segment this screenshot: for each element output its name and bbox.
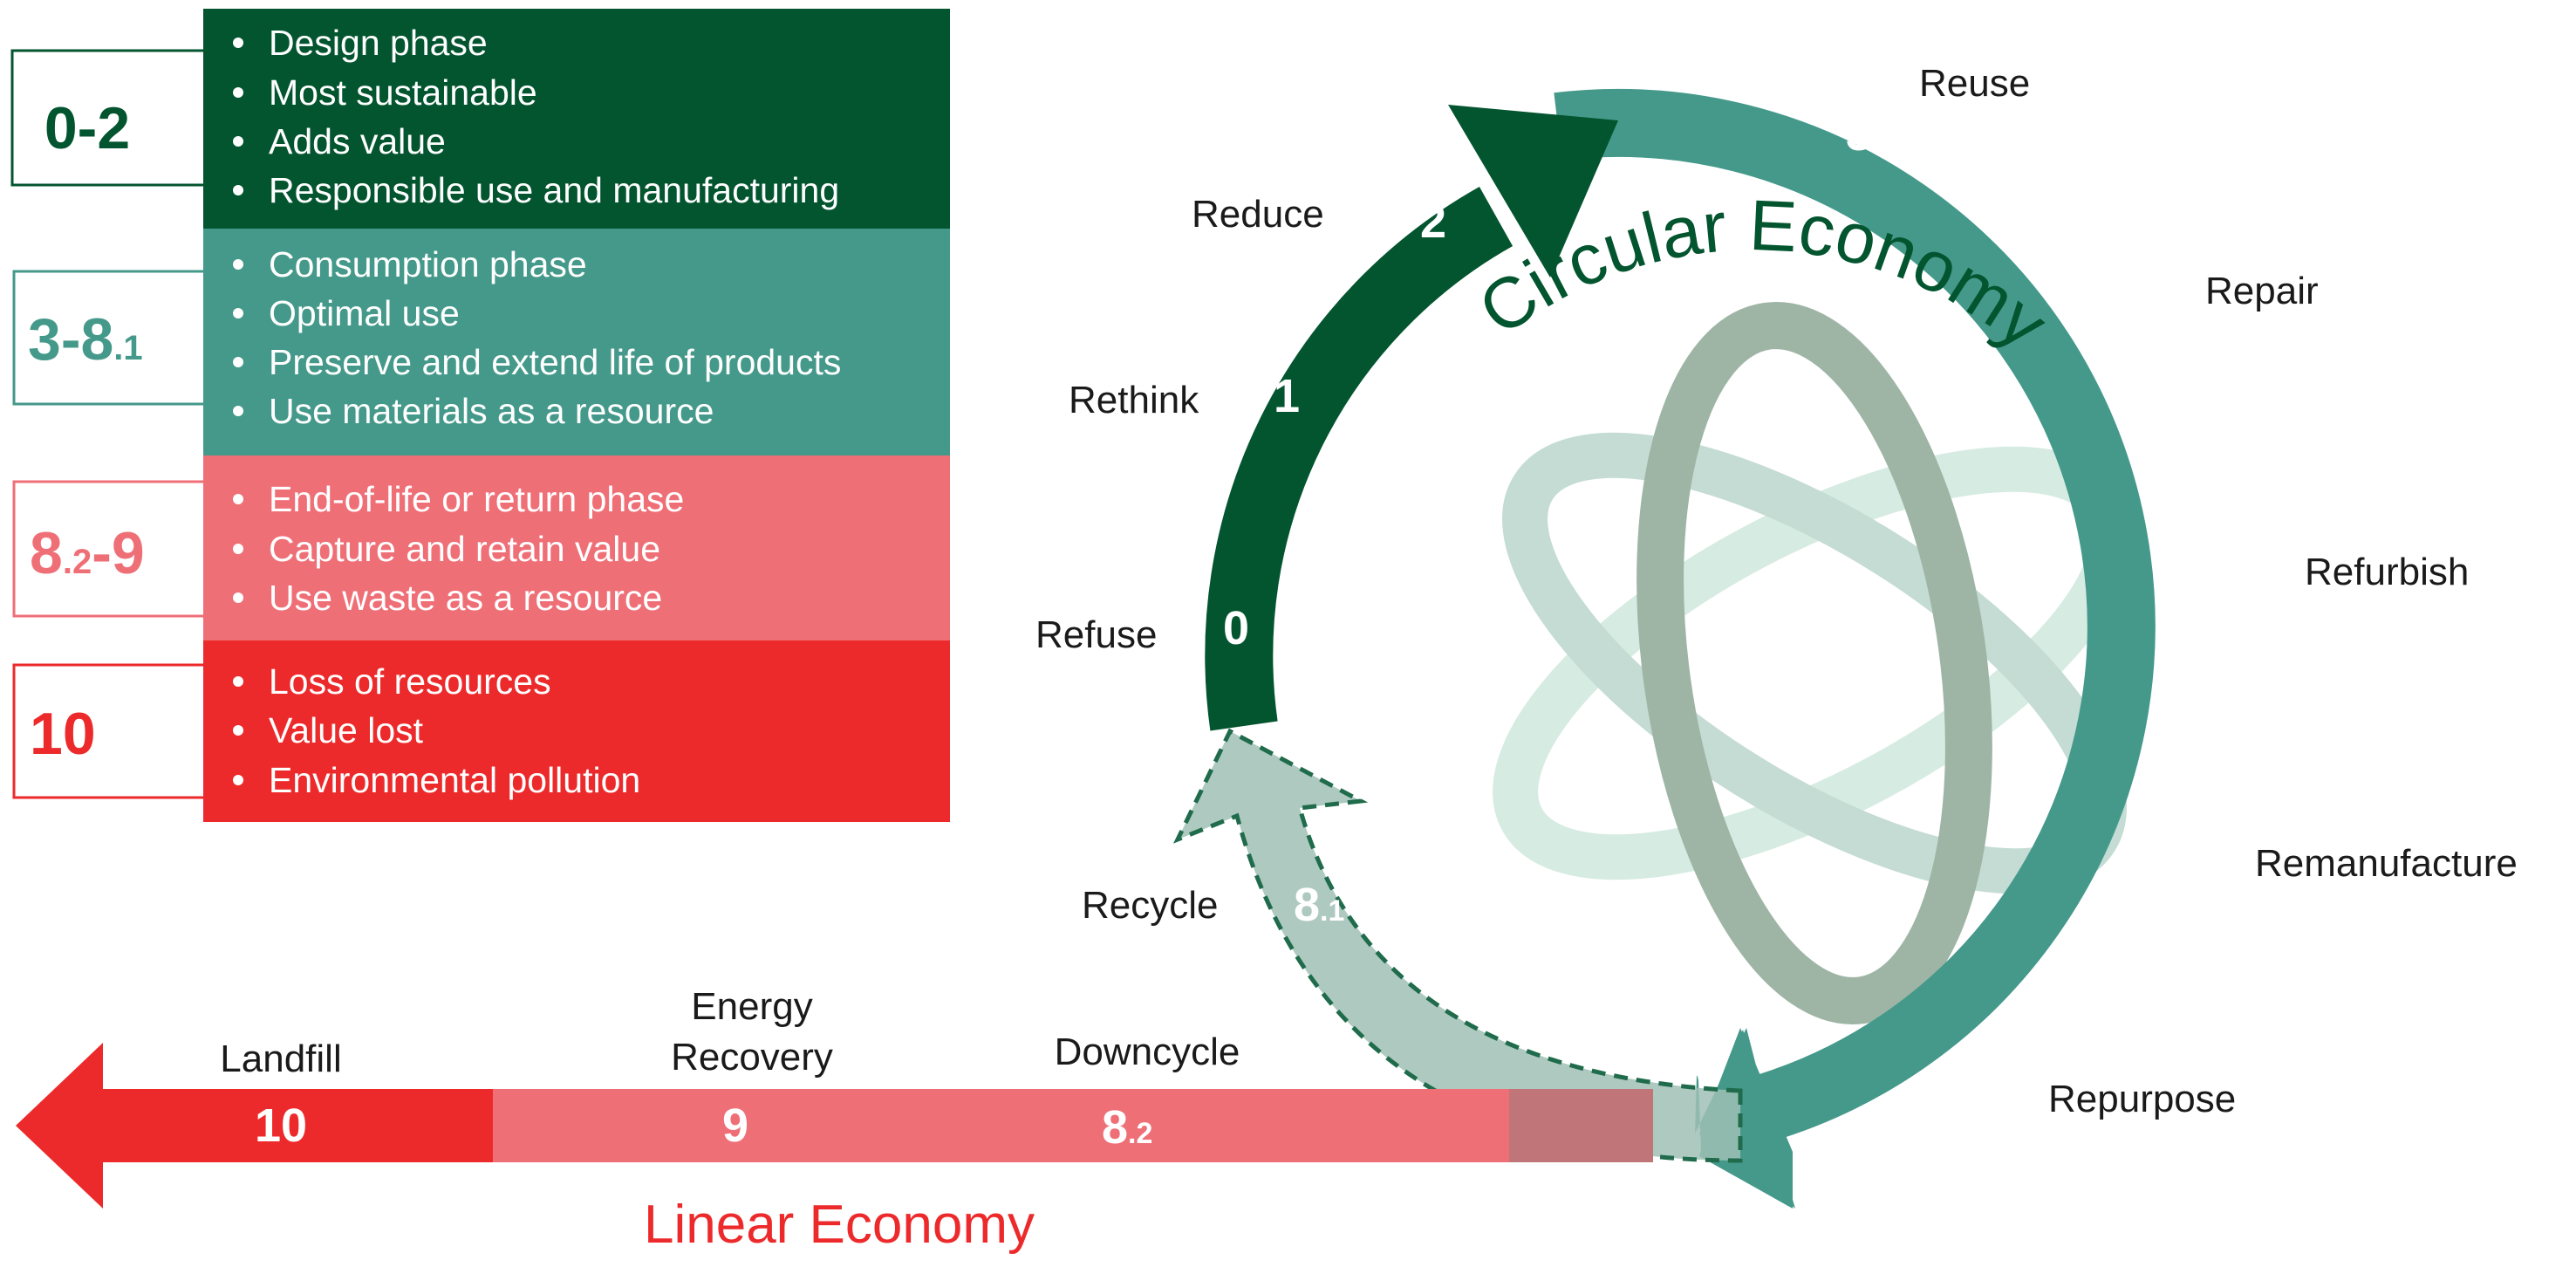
legend-bullet: Design phase: [269, 23, 488, 63]
legend-code-box-3-8-1: [12, 270, 207, 406]
step-number: 6: [2172, 836, 2198, 888]
legend-bullets-3-8-1: Consumption phase Optimal use Preserve a…: [233, 244, 841, 431]
legend-bullet: Responsible use and manufacturing: [269, 170, 839, 210]
legend-bullet: Preserve and extend life of products: [269, 342, 841, 382]
linear-economy-title: Linear Economy: [644, 1195, 1035, 1255]
step-label-refuse: Refuse: [1035, 613, 1157, 656]
legend-bullet: Use waste as a resource: [269, 578, 662, 618]
legend-panel-8-2-9: [203, 455, 950, 640]
legend-bullet: Value lost: [269, 710, 424, 750]
step-label-rethink: Rethink: [1069, 379, 1199, 421]
legend-code-10: 10: [30, 701, 96, 767]
legend-bullet: Adds value: [269, 121, 446, 161]
step-label-repurpose: Repurpose: [2048, 1078, 2236, 1120]
legend-bullet: Most sustainable: [269, 72, 537, 113]
legend-code-3-8-1: 3-8.1: [28, 306, 143, 373]
step-label-reduce: Reduce: [1192, 193, 1324, 236]
step-label-recycle: Recycle: [1082, 884, 1219, 927]
legend-bullet: Environmental pollution: [269, 760, 640, 800]
step-number: 2: [1420, 195, 1446, 248]
linear-number-landfill: 10: [255, 1099, 307, 1152]
legend-code-box-8-2-9: [12, 480, 207, 618]
legend-bullets-8-2-9: End-of-life or return phase Capture and …: [233, 479, 684, 618]
linear-bar-pink: [493, 1089, 1653, 1162]
linear-number-downcycle: 8.2: [1102, 1101, 1152, 1154]
legend-bullet: Loss of resources: [269, 661, 551, 702]
legend-bullet: Optimal use: [269, 293, 460, 333]
legend-bullets-10: Loss of resources Value lost Environment…: [233, 661, 640, 800]
legend-bullet: End-of-life or return phase: [269, 479, 684, 519]
legend: 0-2 Design phase Most sustainable Adds v…: [10, 9, 950, 822]
linear-label-energy-line2: Recovery: [671, 1036, 833, 1079]
recycle-arrow: [1172, 728, 1743, 1163]
legend-panel-3-8-1: [203, 229, 950, 455]
step-number: 3: [1846, 108, 1872, 161]
circular-arc-teal: [1554, 88, 2156, 1150]
circular-economy: 0 1 2 3 4 5 6 7 8.1 Refuse Rethink Reduc…: [1035, 62, 2518, 1209]
linear-number-energy: 9: [722, 1099, 748, 1152]
legend-code-0-2: 0-2: [44, 95, 130, 161]
legend-panel-10: [203, 640, 950, 822]
legend-panel-0-2: [203, 9, 950, 229]
linear-economy: 10 9 8.2 Landfill Energy Recovery Downcy…: [16, 985, 1653, 1255]
step-number: 0: [1223, 602, 1249, 654]
circular-arrowhead-dark-green: [1448, 105, 1618, 277]
linear-bar-overlap: [1509, 1089, 1653, 1162]
step-number: 5: [2231, 548, 2258, 600]
linear-label-downcycle: Downcycle: [1055, 1031, 1240, 1073]
step-label-refurbish: Refurbish: [2305, 551, 2469, 593]
linear-arrow-red: [16, 1043, 493, 1209]
legend-code-box-10: [12, 663, 207, 799]
step-number: 4: [2107, 265, 2133, 318]
step-label-reuse: Reuse: [1919, 62, 2030, 105]
step-label-remanufacture: Remanufacture: [2255, 842, 2518, 885]
step-number: 7: [1972, 1040, 1999, 1092]
legend-bullet: Consumption phase: [269, 244, 587, 284]
circular-arc-dark-green: [1205, 186, 1513, 731]
legend-bullet: Use materials as a resource: [269, 391, 714, 431]
linear-label-landfill: Landfill: [220, 1038, 341, 1080]
legend-bullets-0-2: Design phase Most sustainable Adds value…: [233, 23, 839, 210]
step-number: 1: [1274, 370, 1300, 422]
legend-code-box-0-2: [10, 49, 207, 187]
legend-code-8-2-9: 8.2-9: [30, 520, 145, 586]
step-label-repair: Repair: [2205, 270, 2319, 312]
recycle-number: 8.1: [1294, 879, 1344, 931]
legend-bullet: Capture and retain value: [269, 529, 660, 569]
circular-arrowhead-teal-tip: [1699, 1030, 1795, 1209]
linear-label-energy-line1: Energy: [691, 985, 812, 1028]
